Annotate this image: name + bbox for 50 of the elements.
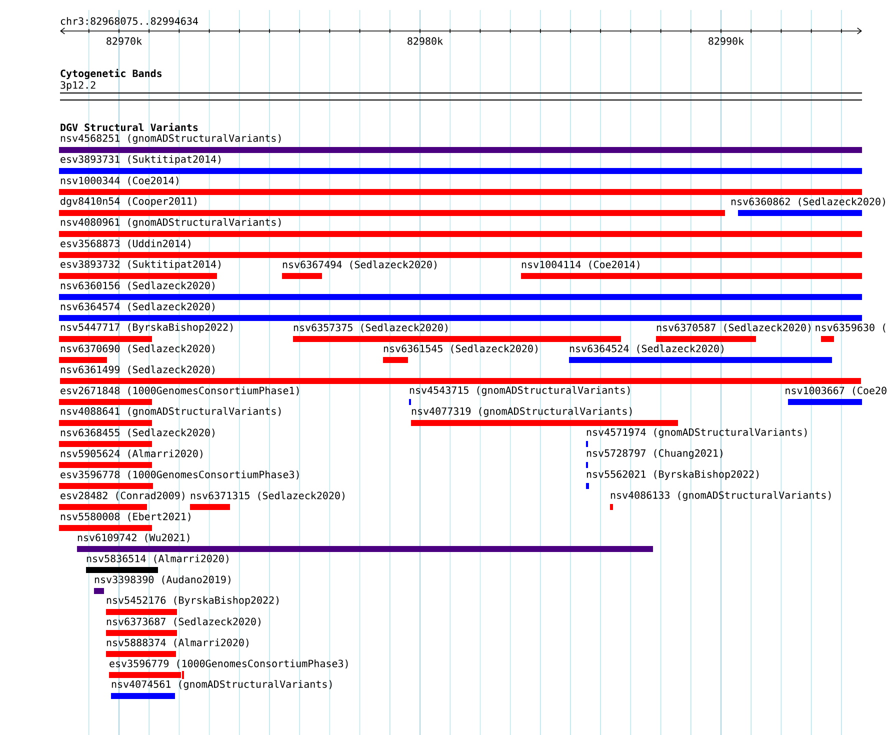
variant-label: nsv1000344 (Coe2014) [60,176,178,186]
track-title: Cytogenetic Bands [60,68,162,80]
variant-label: nsv6357375 (Sedlazeck2020) [294,324,448,332]
variant-label: dgv8410n54 (Cooper2011) [60,197,196,207]
tick-label: 82980k [408,37,443,45]
variant-label: nsv6364524 (Sedlazeck2020) [570,344,724,354]
variant-label: nsv6360862 (Sedlazeck2020) [731,198,885,206]
variant-label: nsv6373687 (Sedlazeck2020) [106,618,260,626]
variant-label: nsv5728797 (Chuang2021) [586,449,722,459]
variant-label: esv2671848 (1000GenomesConsortiumPhase1) [60,386,299,396]
variant-label: nsv6367494 (Sedlazeck2020) [282,260,436,270]
variant-label: nsv6364574 (Sedlazeck2020) [60,302,214,312]
variant-label: nsv1003667 (Coe20 [786,386,886,396]
variant-label: nsv6368455 (Sedlazeck2020) [60,428,214,438]
variant-label: nsv4543715 (gnomADStructuralVariants) [410,386,630,396]
variant-label: nsv6361545 (Sedlazeck2020) [384,344,538,354]
tick-label: 82990k [708,37,744,45]
variant-label: esv3893731 (Suktitipat2014) [60,155,220,165]
variant-label: nsv5452176 (ByrskaBishop2022) [106,596,278,606]
variant-label: nsv6370587 (Sedlazeck2020) [656,324,810,332]
variant-label: nsv6370690 (Sedlazeck2020) [60,344,214,354]
variant-label: nsv6360156 (Sedlazeck2020) [60,282,214,290]
variant-label: nsv5447717 (ByrskaBishop2022) [60,323,232,333]
variant-label: nsv5836514 (Almarri2020) [86,554,228,564]
variant-label: nsv1004114 (Coe2014) [522,260,640,270]
track-title: DGV Structural Variants [60,122,198,132]
variant-label: esv28482 (Conrad2009) [60,492,184,500]
variant-label: esv3596779 (1000GenomesConsortiumPhase3) [110,660,348,668]
variant-label: nsv6359630 ( [816,324,886,332]
variant-label: nsv5905624 (Almarri2020) [60,450,202,458]
variant-label: nsv4571974 (gnomADStructuralVariants) [586,428,807,438]
variant-label: nsv4077319 (gnomADStructuralVariants) [412,407,632,417]
variant-label: nsv4568251 (gnomADStructuralVariants) [60,134,281,144]
variant-label: nsv5562021 (ByrskaBishop2022) [586,470,758,480]
variant-label: nsv6371315 (Sedlazeck2020) [190,492,344,500]
variant-label: esv3893732 (Suktitipat2014) [60,260,220,270]
tick-label: 82970k [106,37,142,45]
variant-label: nsv5888374 (Almarri2020) [106,638,248,648]
variant-label: esv3568873 (Uddin2014) [60,240,190,248]
variant-label: nsv5580008 (Ebert2021) [60,512,190,522]
variant-label: nsv4088641 (gnomADStructuralVariants) [60,407,281,417]
variant-label: nsv6109742 (Wu2021) [78,534,190,542]
variant-label: nsv4074561 (gnomADStructuralVariants) [112,680,332,690]
location-label: chr3:82968075..82994634 [60,17,198,25]
variant-label: nsv4086133 (gnomADStructuralVariants) [610,491,831,501]
variant-label: nsv4080961 (gnomADStructuralVariants) [60,218,281,228]
variant-label: esv3596778 (1000GenomesConsortiumPhase3) [60,470,299,480]
band-label: 3p12.2 [60,81,96,91]
variant-label: nsv3398390 (Audano2019) [94,576,230,584]
variant-label: nsv6361499 (Sedlazeck2020) [60,366,214,374]
